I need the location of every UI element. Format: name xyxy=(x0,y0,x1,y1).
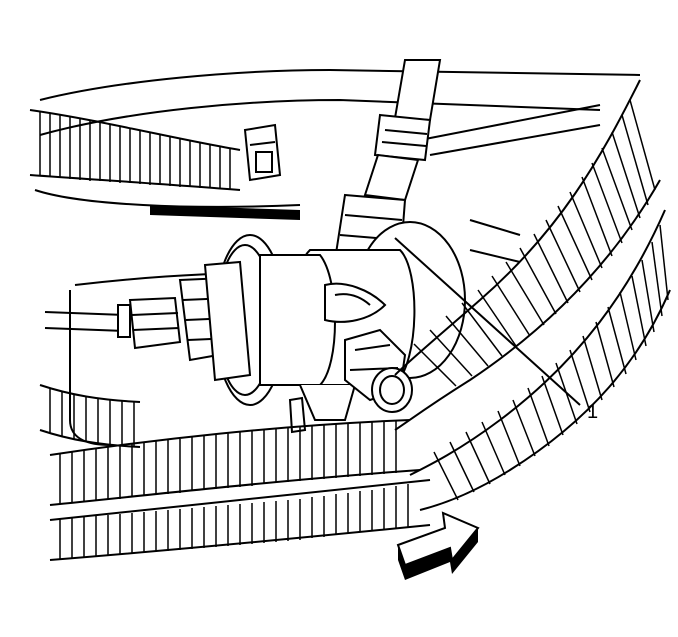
conduit-top-left xyxy=(29,109,241,191)
wire-clip xyxy=(243,123,282,182)
callout-label-1: 1 xyxy=(587,401,598,423)
conduit-bottom-lower xyxy=(49,479,431,561)
callout-leader-line xyxy=(394,237,581,406)
left-fuel-line xyxy=(44,260,252,382)
conduit-lower-left xyxy=(39,384,141,448)
direction-arrow-icon xyxy=(396,511,480,580)
mounting-rail xyxy=(150,205,300,220)
conduit-right-lower xyxy=(409,209,671,511)
conduit-bottom-upper xyxy=(49,419,421,506)
callout-1: 1 xyxy=(394,237,598,423)
lower-fitting-nut xyxy=(344,328,413,413)
pressure-regulator-body xyxy=(214,221,466,434)
engine-surface-outline xyxy=(34,68,641,446)
conduit-right-upper xyxy=(394,79,661,431)
